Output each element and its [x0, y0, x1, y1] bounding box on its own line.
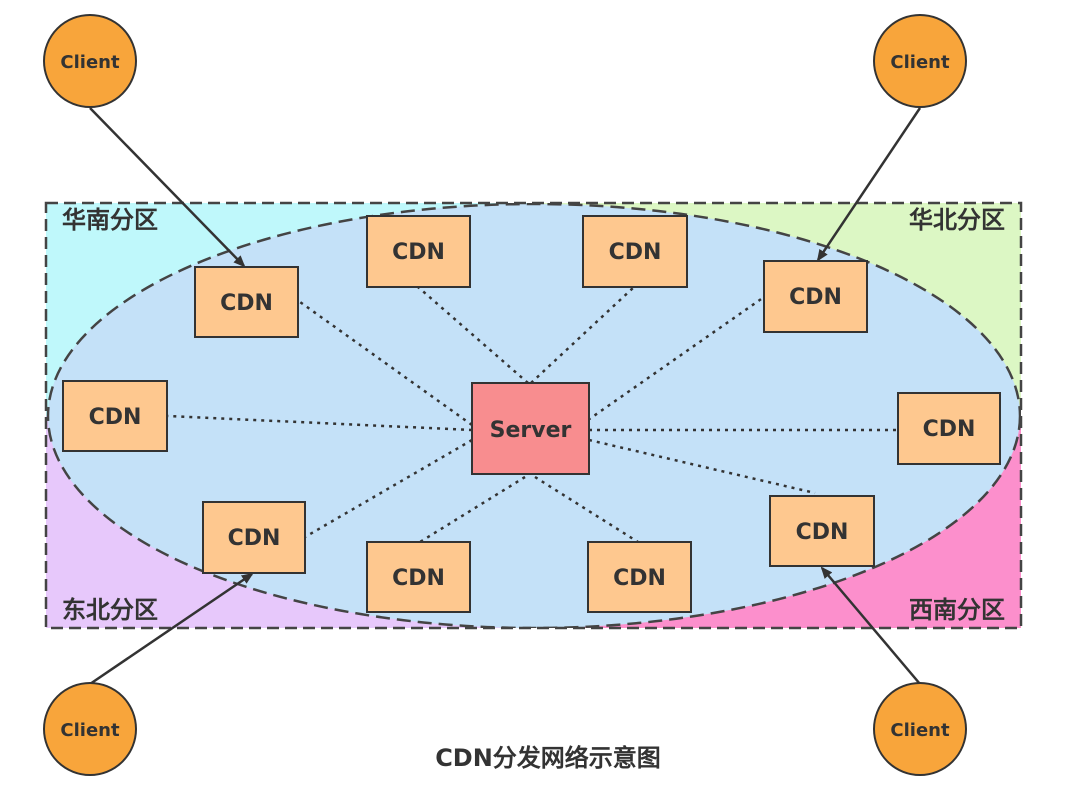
- cdn-node: CDN: [62, 380, 168, 452]
- cdn-node: CDN: [897, 392, 1001, 465]
- cdn-node: CDN: [366, 215, 471, 288]
- region-label-north-china: 华北分区: [909, 206, 1005, 234]
- cdn-node-label: CDN: [923, 417, 976, 442]
- server-node: Server: [471, 382, 590, 475]
- link-cdn-5: [166, 414, 473, 432]
- link-cdn-1: [299, 300, 473, 427]
- link-cdn-10: [588, 438, 816, 495]
- cdn-node-label: CDN: [392, 566, 445, 591]
- region-label-southwest: 西南分区: [909, 596, 1005, 624]
- cdn-node-label: CDN: [609, 240, 662, 265]
- cdn-node: CDN: [769, 495, 875, 567]
- client-node: Client: [873, 14, 967, 108]
- cdn-node-label: CDN: [789, 285, 842, 310]
- client-node: Client: [873, 682, 967, 776]
- client-label: Client: [60, 52, 120, 73]
- cdn-node-label: CDN: [228, 526, 281, 551]
- cdn-node-label: CDN: [220, 291, 273, 316]
- cdn-node-label: CDN: [796, 520, 849, 545]
- client-arrows: [89, 107, 922, 686]
- cdn-node: CDN: [587, 541, 692, 613]
- arrow-client-se: [820, 566, 921, 685]
- client-label: Client: [890, 720, 950, 741]
- client-nodes: Client Client Client Client: [43, 14, 967, 776]
- link-cdn-4: [587, 295, 765, 422]
- client-label: Client: [890, 52, 950, 73]
- region-label-northeast: 东北分区: [62, 596, 158, 624]
- client-node: Client: [43, 682, 137, 776]
- cdn-node-label: CDN: [89, 405, 142, 430]
- server-label: Server: [490, 418, 572, 443]
- cdn-node-label: CDN: [613, 566, 666, 591]
- client-label: Client: [60, 720, 120, 741]
- cdn-node-label: CDN: [392, 240, 445, 265]
- cdn-node: CDN: [763, 260, 868, 333]
- arrow-client-nw: [89, 107, 246, 268]
- client-node: Client: [43, 14, 137, 108]
- link-cdn-7: [304, 438, 473, 539]
- cdn-node: CDN: [366, 541, 471, 613]
- arrow-client-ne: [816, 107, 922, 262]
- region-label-south-china: 华南分区: [62, 206, 158, 234]
- cdn-node: CDN: [202, 501, 306, 574]
- cdn-nodes: CDN CDN CDN CDN CDN CDN CDN CDN: [62, 215, 1001, 613]
- arrow-client-sw: [89, 572, 254, 686]
- diagram-caption: CDN分发网络示意图: [435, 744, 661, 772]
- cdn-node: CDN: [194, 266, 299, 338]
- cdn-node: CDN: [582, 215, 688, 288]
- server-cdn-links: [166, 286, 898, 544]
- link-cdn-2: [417, 286, 529, 384]
- region-border: [44, 201, 1023, 630]
